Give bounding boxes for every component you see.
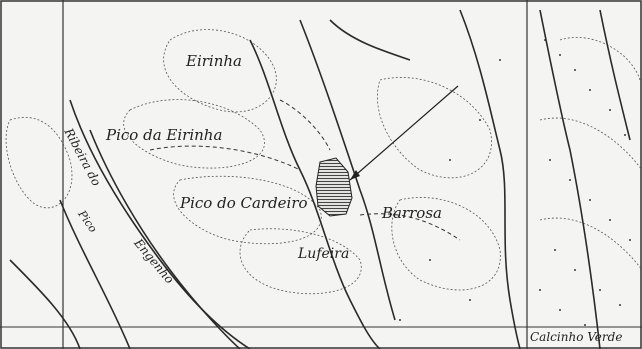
path-lines (149, 99, 461, 241)
label-eirinha: Eirinha (186, 52, 242, 70)
stream-lines (9, 9, 631, 349)
label-pico-da-eirinha: Pico da Eirinha (106, 126, 223, 144)
label-lufeira: Lufeira (298, 246, 350, 262)
label-calcinho-verde: Calcinho Verde (530, 330, 623, 344)
label-pico-do-cardeiro: Pico do Cardeiro (180, 194, 308, 212)
stipple-texture (399, 39, 631, 326)
hatched-area (315, 157, 353, 217)
label-barrosa: Barrosa (382, 204, 442, 222)
pointer-arrow (349, 85, 459, 181)
